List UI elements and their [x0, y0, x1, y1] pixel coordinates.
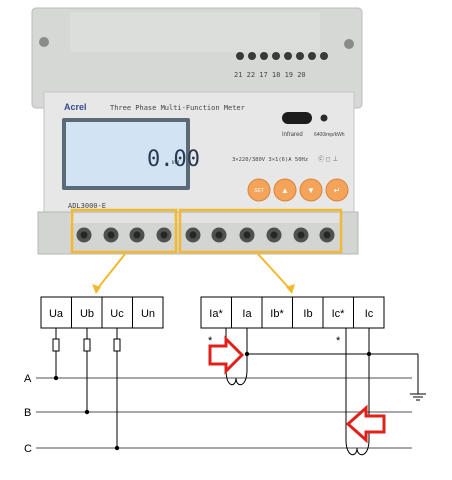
current-callout-line	[257, 253, 290, 289]
infrared-window-icon	[282, 112, 312, 124]
meter-title: Three Phase Multi-Function Meter	[110, 104, 245, 112]
line-a-label: A	[24, 373, 32, 385]
current-wires	[225, 328, 419, 440]
infrared-label: Infrared	[282, 132, 303, 138]
brand-logo: Acrel	[64, 102, 87, 112]
terminal-label-strip	[70, 213, 340, 223]
fuse-icons	[52, 338, 121, 352]
current-transformers	[225, 369, 370, 456]
terminal-ic: Ic	[365, 308, 374, 320]
lcd-screen	[66, 122, 186, 186]
top-terminal-numbers: 21 22 17 18 19 20	[234, 71, 306, 79]
terminal-ia: Ia	[242, 308, 252, 320]
fuse-icon	[52, 338, 60, 352]
terminal-ua: Ua	[49, 308, 64, 320]
pulse-led-icon	[320, 114, 328, 122]
screw-icon	[344, 39, 354, 49]
up-button[interactable]	[273, 178, 297, 202]
top-terminal-holes	[236, 52, 328, 60]
enter-button[interactable]	[325, 178, 349, 202]
fuse-icon	[113, 338, 121, 352]
current-terminal-screws	[185, 227, 335, 243]
voltage-terminal-highlight	[70, 208, 178, 254]
screw-icon	[39, 37, 49, 47]
lcd-value: 0.00	[147, 147, 200, 172]
meter-buttons: SET ▲ ▼ ↵	[247, 178, 349, 202]
ct-phase-a-icon	[225, 369, 248, 386]
terminal-ub: Ub	[80, 308, 94, 320]
current-direction-arrow-icon	[208, 335, 245, 375]
terminal-uc: Uc	[110, 308, 124, 320]
voltage-terminal-block: Ua Ub Uc Un	[40, 296, 164, 329]
down-button[interactable]	[299, 178, 323, 202]
pulse-label: 6400imp/kWh	[314, 132, 345, 138]
enter-icon: ↵	[334, 186, 341, 195]
terminal-ic-star: Ic*	[332, 308, 346, 320]
meter-top-panel	[70, 12, 320, 52]
terminal-un: Un	[141, 308, 155, 320]
current-direction-arrow-icon	[345, 404, 386, 444]
rating-label: 3×220/380V 3×1(6)A 50Hz	[232, 157, 308, 163]
meter: 21 22 17 18 19 20 Acrel Three Phase Mult…	[31, 7, 363, 255]
set-button-label: SET	[254, 188, 264, 194]
line-c-label: C	[24, 443, 32, 455]
polarity-mark-a: *	[208, 335, 213, 347]
voltage-callout-line	[97, 253, 126, 289]
down-arrow-icon: ▼	[307, 186, 315, 195]
model-label: ADL3000-E	[68, 202, 106, 210]
polarity-mark-c: *	[336, 335, 341, 347]
terminal-ia-star: Ia*	[209, 308, 223, 320]
junction-dots	[53, 351, 372, 451]
line-b-label: B	[24, 407, 31, 419]
terminal-ib: Ib	[303, 308, 312, 320]
set-button[interactable]	[247, 178, 271, 202]
fuse-icon	[83, 338, 91, 352]
certification-icons: Ⓒ ◻ ⊥	[318, 155, 338, 163]
current-terminal-block: Ia* Ia Ib* Ib Ic* Ic	[200, 296, 385, 329]
callout-arrows	[92, 253, 295, 294]
bus-lines: A B C	[24, 373, 412, 455]
terminal-ib-star: Ib*	[270, 308, 284, 320]
voltage-terminal-screws	[76, 227, 172, 243]
up-arrow-icon: ▲	[281, 186, 289, 195]
lcd-unit: kW	[172, 160, 180, 166]
ground-icon	[410, 393, 426, 401]
current-terminal-highlight	[178, 208, 343, 254]
voltage-callout-arrowhead	[92, 284, 101, 294]
ct-phase-c-icon	[345, 439, 370, 456]
current-callout-arrowhead	[286, 284, 295, 294]
